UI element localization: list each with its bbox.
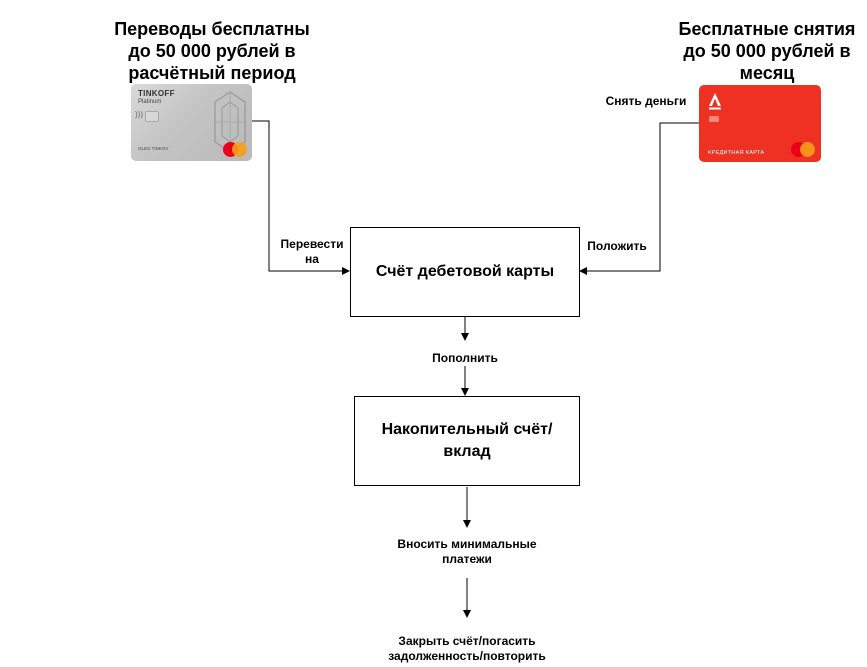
- label-transfer: Перевести на: [280, 237, 344, 266]
- card-brand: TINKOFF: [138, 89, 175, 98]
- debit-account-box: Счёт дебетовой карты: [350, 227, 580, 317]
- tinkoff-card: TINKOFF Platinum ))) OLEG TINKOV: [131, 84, 252, 161]
- mastercard-icon: [223, 142, 247, 157]
- savings-account-box: Накопительный счёт/ вклад: [354, 396, 580, 486]
- card-tier: Platinum: [138, 99, 162, 105]
- alfa-logo-icon: [709, 93, 721, 110]
- card-type: КРЕДИТНАЯ КАРТА: [708, 150, 765, 156]
- label-withdraw: Снять деньги: [605, 94, 687, 108]
- label-top-up: Пополнить: [432, 351, 498, 365]
- chip-icon: [145, 111, 159, 122]
- contactless-icon: ))): [135, 110, 143, 119]
- label-deposit: Положить: [587, 239, 647, 253]
- heading-tinkoff: Переводы бесплатны до 50 000 рублей в ра…: [114, 19, 310, 83]
- mastercard-icon: [791, 142, 815, 157]
- arrow-alfa-to-debit: [579, 122, 699, 275]
- heading-alfa: Бесплатные снятия до 50 000 рублей в мес…: [678, 19, 856, 83]
- label-close: Закрыть счёт/погасить задолженность/повт…: [388, 634, 546, 663]
- arrow-tinkoff-to-debit: [252, 120, 350, 275]
- alfa-card: КРЕДИТНАЯ КАРТА: [699, 85, 821, 162]
- label-min-payments: Вносить минимальные платежи: [397, 537, 537, 566]
- card-holder: OLEG TINKOV: [138, 146, 169, 151]
- chip-icon: [709, 116, 719, 122]
